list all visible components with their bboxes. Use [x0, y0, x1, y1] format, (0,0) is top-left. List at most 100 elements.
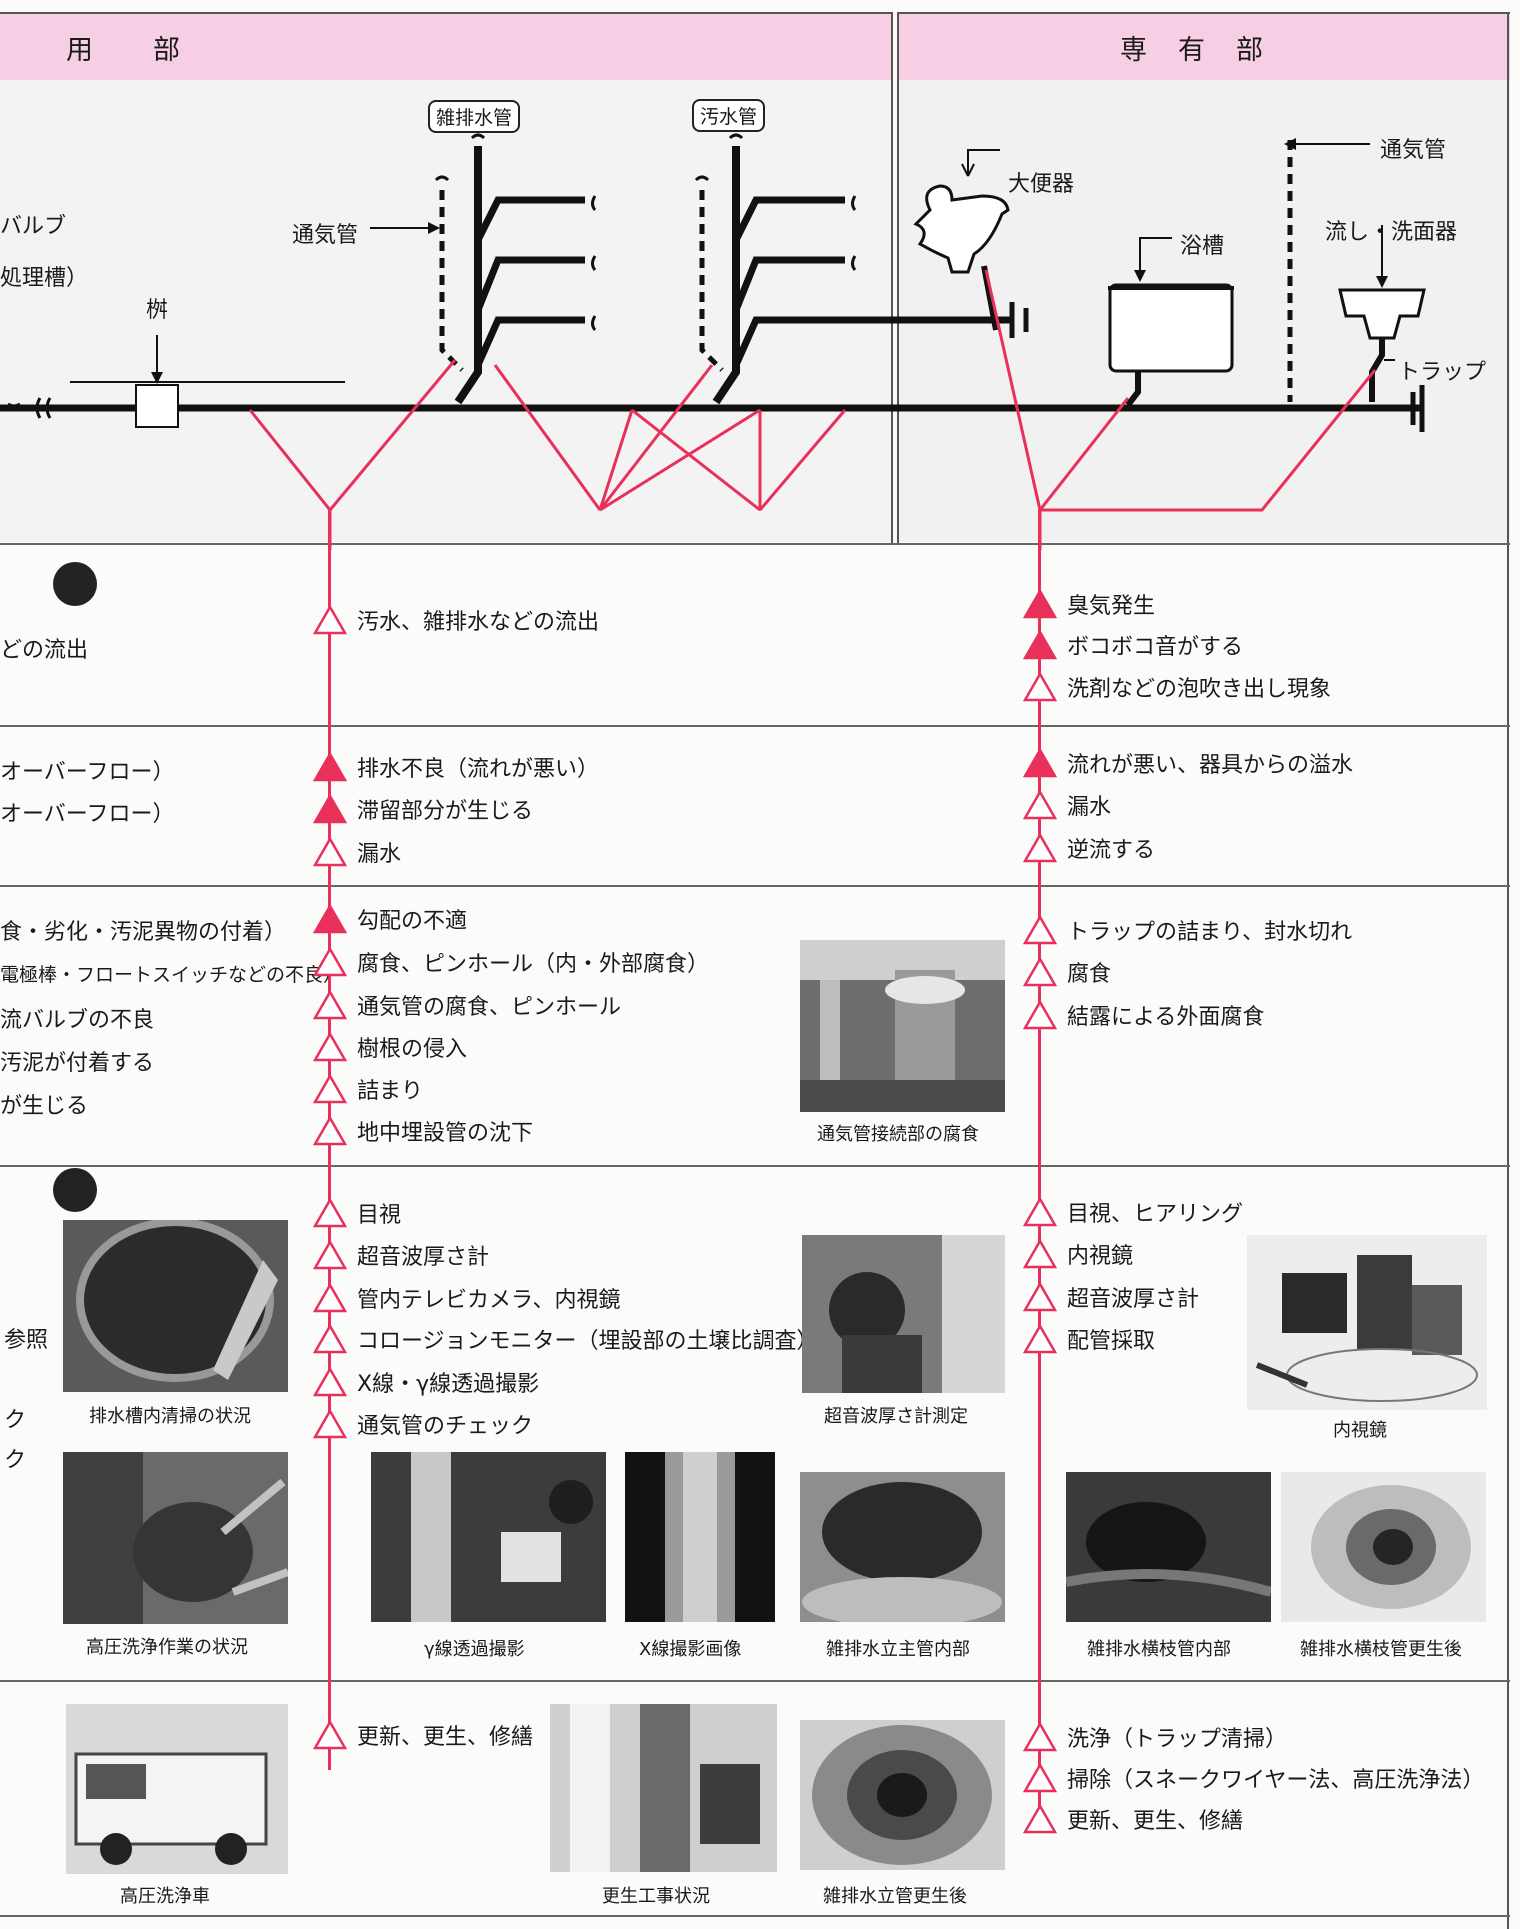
s1-center-item: 汚水、雑排水などの流出 [313, 603, 599, 637]
vent-label: 通気管 [292, 223, 359, 248]
s2-right-item-3: 逆流する [1023, 831, 1155, 865]
s3-center-item-1: 勾配の不適 [313, 902, 467, 936]
s3-center-item-5: 詰まり [313, 1072, 423, 1106]
toilet-shape [913, 184, 1010, 274]
caption-riser-inside: 雑排水立主管内部 [826, 1639, 970, 1660]
photo-tank-cleaning [63, 1220, 288, 1392]
right-flow-line [1038, 510, 1041, 1820]
right-edge [1507, 12, 1509, 1929]
s4-right-item-2: 内視鏡 [1023, 1237, 1133, 1271]
sink-shape [1338, 288, 1426, 340]
s2-center-item-3: 漏水 [313, 835, 401, 869]
s3-left-text-4: 汚泥が付着する [0, 1051, 155, 1076]
s1-right-item-3: 洗剤などの泡吹き出し現象 [1023, 670, 1331, 704]
header-left-title: 用 部 [66, 35, 182, 66]
osui-stack [712, 146, 740, 405]
bathtub-shape [1108, 283, 1234, 373]
caption-ultrasonic: 超音波厚さ計測定 [824, 1406, 968, 1427]
s4-left-text-3: ク [4, 1448, 27, 1473]
rule-4 [0, 1165, 1510, 1167]
rule-2 [0, 725, 1510, 727]
photo-branch-after [1281, 1472, 1486, 1622]
s2-right-item-2: 漏水 [1023, 788, 1111, 822]
s3-center-item-4: 樹根の侵入 [313, 1030, 467, 1064]
rule-1 [0, 543, 1510, 545]
s3-left-text-1: 食・劣化・汚泥異物の付着） [0, 920, 287, 945]
photo-riser-inside [800, 1472, 1005, 1622]
caption-gamma: γ線透過撮影 [424, 1639, 525, 1660]
section-divider-2 [897, 12, 899, 544]
s4-right-item-3: 超音波厚さ計 [1023, 1280, 1199, 1314]
s1-left-text: どの流出 [0, 638, 89, 663]
s3-left-text-3: 流バルブの不良 [0, 1008, 155, 1033]
photo-ultrasonic [802, 1235, 1005, 1393]
vent-top-label: 通気管 [1380, 138, 1447, 163]
s2-left-text-1: オーバーフロー） [0, 760, 175, 785]
s4-left-text-1: 参照 [4, 1328, 49, 1353]
diagram-left-label-2: 処理槽） [0, 266, 89, 291]
s1-right-item-2: ボコボコ音がする [1023, 628, 1243, 662]
caption-endoscope: 内視鏡 [1333, 1420, 1387, 1441]
masu-label: 桝 [146, 298, 169, 323]
header-left-band [0, 12, 892, 82]
s4-center-item-4: コロージョンモニター（埋設部の土壌比調査） [313, 1322, 819, 1356]
rule-bottom [0, 1915, 1510, 1917]
header-right-title: 専 有 部 [1120, 35, 1265, 66]
s1-right-item-1: 臭気発生 [1023, 587, 1155, 621]
caption-renewal: 更生工事状況 [602, 1886, 710, 1907]
s5-right-item-3: 更新、更生、修繕 [1023, 1802, 1243, 1836]
s4-right-item-1: 目視、ヒアリング [1023, 1195, 1243, 1229]
bathtub-label: 浴槽 [1180, 234, 1225, 259]
s4-center-item-2: 超音波厚さ計 [313, 1238, 489, 1272]
s5-right-item-1: 洗浄（トラップ清掃） [1023, 1720, 1287, 1754]
caption-riser-after: 雑排水立管更生後 [823, 1886, 967, 1907]
s2-center-item-1: 排水不良（流れが悪い） [313, 750, 599, 784]
rule-5 [0, 1680, 1510, 1682]
piping-diagram [0, 133, 1426, 550]
s4-center-item-6: 通気管のチェック [313, 1407, 533, 1441]
s3-right-item-1: トラップの詰まり、封水切れ [1023, 913, 1352, 947]
trap-label: トラップ [1398, 360, 1487, 385]
caption-vent-corrosion: 通気管接続部の腐食 [817, 1124, 979, 1145]
caption-branch-after: 雑排水横枝管更生後 [1300, 1639, 1462, 1660]
s2-center-item-2: 滞留部分が生じる [313, 792, 533, 826]
caption-branch-inside: 雑排水横枝管内部 [1087, 1639, 1231, 1660]
photo-xray [625, 1452, 775, 1622]
caption-tank-cleaning: 排水槽内清掃の状況 [89, 1406, 251, 1427]
s2-left-text-2: オーバーフロー） [0, 802, 175, 827]
s5-right-item-2: 掃除（スネークワイヤー法、高圧洗浄法） [1023, 1761, 1484, 1795]
diagram-left-panel [0, 80, 892, 542]
photo-endoscope [1247, 1235, 1487, 1410]
section-divider [891, 12, 893, 544]
section-dot-2 [53, 1168, 97, 1212]
photo-branch-inside [1066, 1472, 1271, 1622]
photo-renewal [550, 1704, 777, 1872]
s3-left-text-5: が生じる [0, 1094, 89, 1119]
header-right-band [897, 12, 1510, 82]
photo-vent-corrosion [800, 940, 1005, 1112]
s3-center-item-2: 腐食、ピンホール（内・外部腐食） [313, 945, 709, 979]
photo-hp-work [63, 1452, 288, 1624]
s3-right-item-2: 腐食 [1023, 955, 1111, 989]
s4-left-text-2: ク [4, 1408, 27, 1433]
diagram-left-label-1: バルブ [0, 214, 67, 239]
vent-pipe-2 [699, 190, 724, 372]
section-dot-1 [53, 562, 97, 606]
vent-pipe-1 [439, 190, 464, 372]
s3-center-item-6: 地中埋設管の沈下 [313, 1114, 533, 1148]
photo-gamma [371, 1452, 606, 1622]
s3-right-item-3: 結露による外面腐食 [1023, 998, 1264, 1032]
s4-center-item-3: 管内テレビカメラ、内視鏡 [313, 1281, 621, 1315]
caption-hp-work: 高圧洗浄作業の状況 [86, 1637, 248, 1658]
photo-riser-after [800, 1720, 1005, 1870]
zatsu-label: 雑排水管 [428, 100, 521, 133]
s3-center-item-3: 通気管の腐食、ピンホール [313, 988, 621, 1022]
s2-right-item-1: 流れが悪い、器具からの溢水 [1023, 746, 1353, 780]
s4-center-item-1: 目視 [313, 1196, 401, 1230]
s3-left-text-2: 電極棒・フロートスイッチなどの不良） [0, 964, 343, 986]
s4-right-item-4: 配管採取 [1023, 1322, 1155, 1356]
rule-3 [0, 885, 1510, 887]
s4-center-item-5: X線・γ線透過撮影 [313, 1365, 539, 1399]
s5-center-item-1: 更新、更生、修繕 [313, 1718, 533, 1752]
osui-label: 汚水管 [692, 99, 766, 132]
